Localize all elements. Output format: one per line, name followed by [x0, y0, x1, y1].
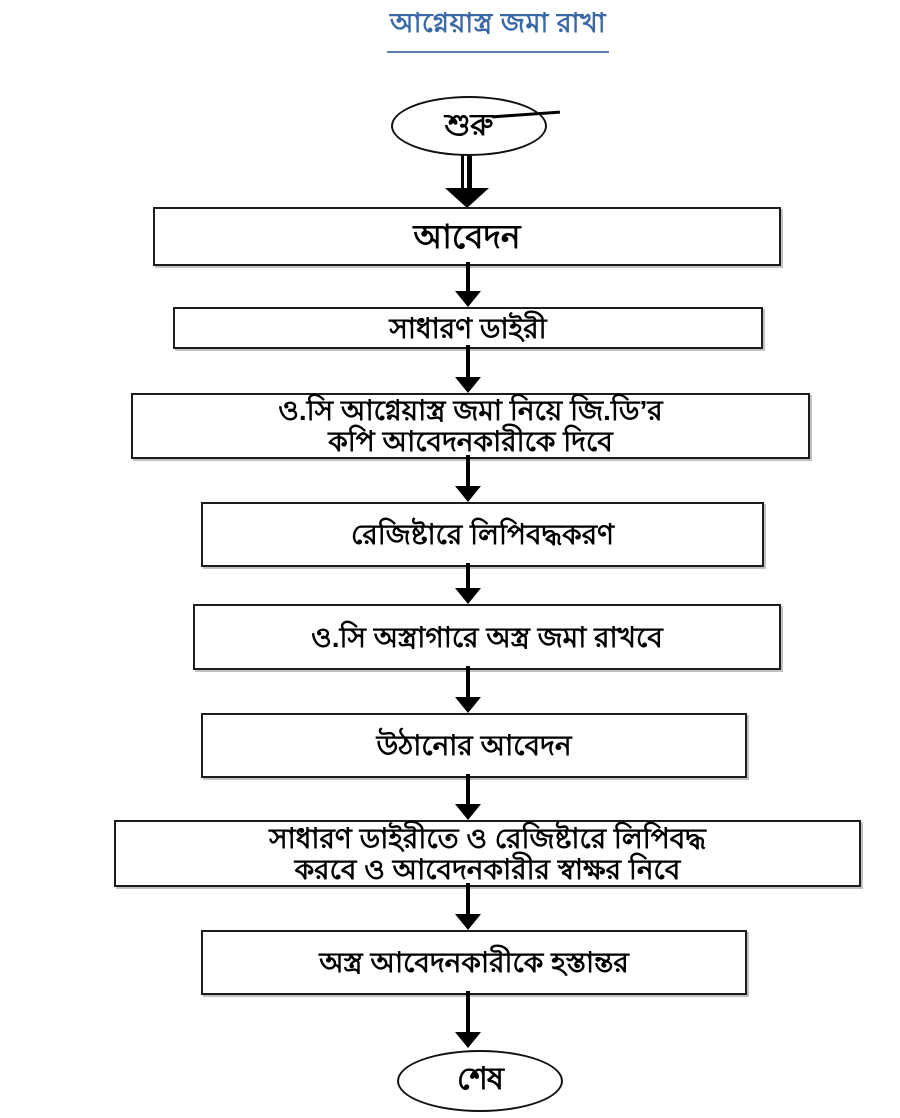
arrow-down-icon — [455, 588, 481, 604]
step-box-application: আবেদন — [153, 207, 781, 266]
arrow-line — [466, 666, 470, 698]
step-label: উঠানোর আবেদন — [376, 730, 572, 761]
connector-double-line-stripe — [464, 150, 467, 190]
arrow-down-icon — [455, 291, 481, 307]
page-title-text: আগ্নেয়াস্ত্র জমা রাখা — [386, 3, 610, 53]
step-box-general-diary: সাধারণ ডাইরী — [173, 307, 763, 349]
step-box-diary-register-signature: সাধারণ ডাইরীতে ও রেজিষ্টারে লিপিবদ্ধ করব… — [114, 820, 861, 887]
step-label: আবেদন — [413, 218, 521, 255]
arrow-line — [466, 345, 470, 378]
start-label: শুরু — [444, 108, 494, 142]
step-box-handover: অস্ত্র আবেদনকারীকে হস্তান্তর — [201, 930, 747, 995]
end-label: শেষ — [456, 1061, 504, 1096]
arrow-down-icon — [455, 914, 481, 930]
step-label: সাধারণ ডাইরীতে ও রেজিষ্টারে লিপিবদ্ধ করব… — [269, 822, 706, 885]
arrow-line — [466, 563, 470, 589]
end-terminator: শেষ — [397, 1050, 563, 1112]
step-box-withdrawal-application: উঠানোর আবেদন — [201, 713, 747, 778]
step-label: ও.সি আগ্নেয়াস্ত্র জমা নিয়ে জি.ডি’র কপি… — [278, 395, 663, 457]
arrow-line — [466, 262, 470, 292]
arrow-line — [466, 774, 470, 805]
start-terminator: শুরু — [391, 96, 547, 156]
step-label: ও.সি অস্ত্রাগারে অস্ত্র জমা রাখবে — [311, 621, 663, 653]
step-box-oc-gd-copy: ও.সি আগ্নেয়াস্ত্র জমা নিয়ে জি.ডি’র কপি… — [131, 393, 810, 459]
page-title: আগ্নেয়াস্ত্র জমা রাখা — [96, 3, 900, 53]
step-box-armory-deposit: ও.সি অস্ত্রাগারে অস্ত্র জমা রাখবে — [193, 604, 781, 670]
arrow-down-icon — [455, 697, 481, 713]
arrow-line — [466, 883, 470, 915]
arrow-line — [466, 455, 470, 487]
step-label: অস্ত্র আবেদনকারীকে হস্তান্তর — [319, 947, 629, 978]
arrow-line — [466, 991, 470, 1033]
step-box-register-entry: রেজিষ্টারে লিপিবদ্ধকরণ — [201, 502, 764, 567]
arrow-down-icon — [455, 1032, 481, 1048]
arrow-down-icon — [455, 377, 481, 393]
arrow-down-icon — [445, 188, 489, 208]
step-label: সাধারণ ডাইরী — [389, 312, 547, 344]
arrow-down-icon — [455, 804, 481, 820]
arrow-down-icon — [455, 486, 481, 502]
step-label: রেজিষ্টারে লিপিবদ্ধকরণ — [350, 519, 615, 550]
connector-double-line — [461, 150, 472, 190]
